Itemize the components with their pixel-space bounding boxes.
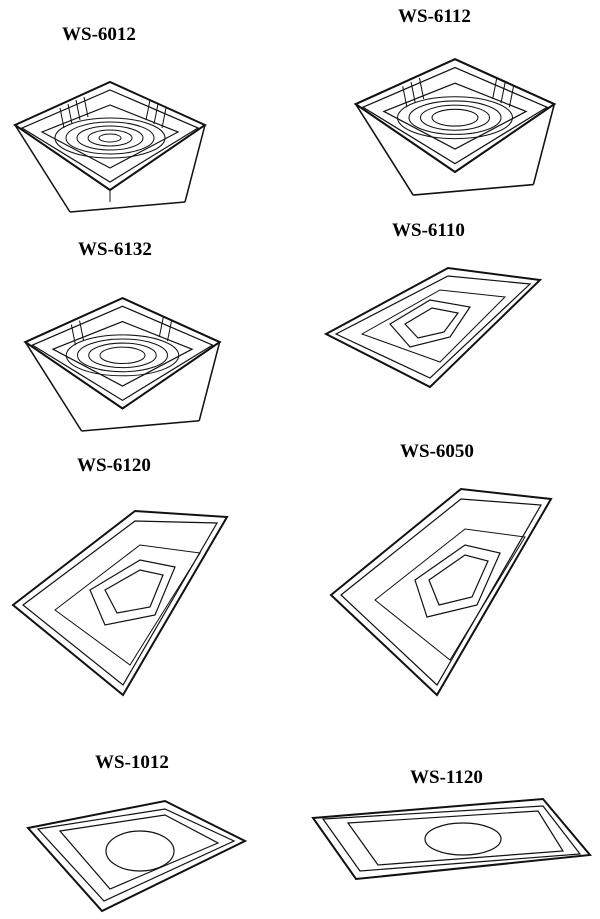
shallow-pan-illustration: [329, 487, 553, 697]
model-label-ws-6110: WS-6110: [392, 220, 465, 241]
model-label-ws-1120: WS-1120: [410, 767, 483, 788]
deep-pan-illustration: [23, 296, 222, 432]
pan-lid-illustration: [311, 797, 592, 881]
model-label-ws-6132: WS-6132: [78, 239, 152, 260]
shallow-pan-illustration: [11, 509, 229, 697]
deep-pan-illustration: [12, 80, 208, 213]
model-label-ws-6012: WS-6012: [62, 24, 136, 45]
shallow-pan-illustration: [323, 266, 543, 389]
model-label-ws-6120: WS-6120: [77, 455, 151, 476]
deep-pan-illustration: [353, 57, 557, 196]
model-label-ws-1012: WS-1012: [95, 752, 169, 773]
model-label-ws-6050: WS-6050: [400, 441, 474, 462]
pan-lid-illustration: [26, 799, 248, 913]
model-label-ws-6112: WS-6112: [398, 6, 471, 27]
